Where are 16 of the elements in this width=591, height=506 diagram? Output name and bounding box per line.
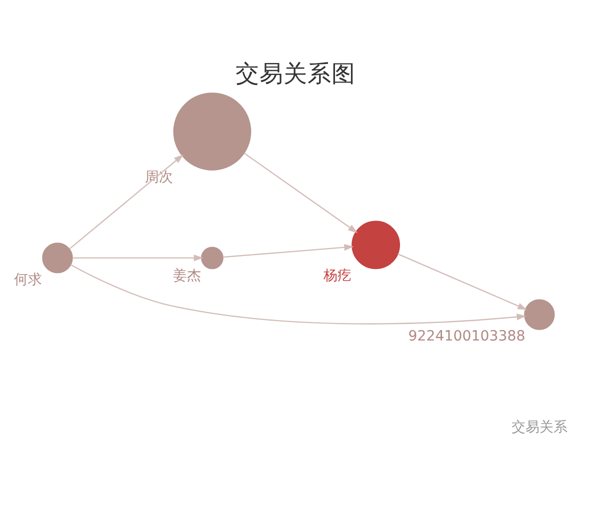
node-circle <box>524 298 555 330</box>
label: 交易关系 <box>511 419 568 436</box>
arrow <box>70 264 526 324</box>
node-circle <box>201 246 224 269</box>
node-circle <box>42 242 73 273</box>
node-circle <box>352 220 400 269</box>
node-label: 姜杰 <box>172 267 201 284</box>
diagram-title: 交易关系图 <box>236 58 356 87</box>
node-label: 9224100103388 <box>408 328 526 344</box>
arrow <box>398 252 528 310</box>
node-label: 杨疙 <box>323 267 352 284</box>
arrow <box>72 254 204 261</box>
node-label: 何求 <box>14 272 42 288</box>
arrow <box>222 244 354 258</box>
arrow <box>244 152 358 232</box>
arrow <box>69 154 184 249</box>
